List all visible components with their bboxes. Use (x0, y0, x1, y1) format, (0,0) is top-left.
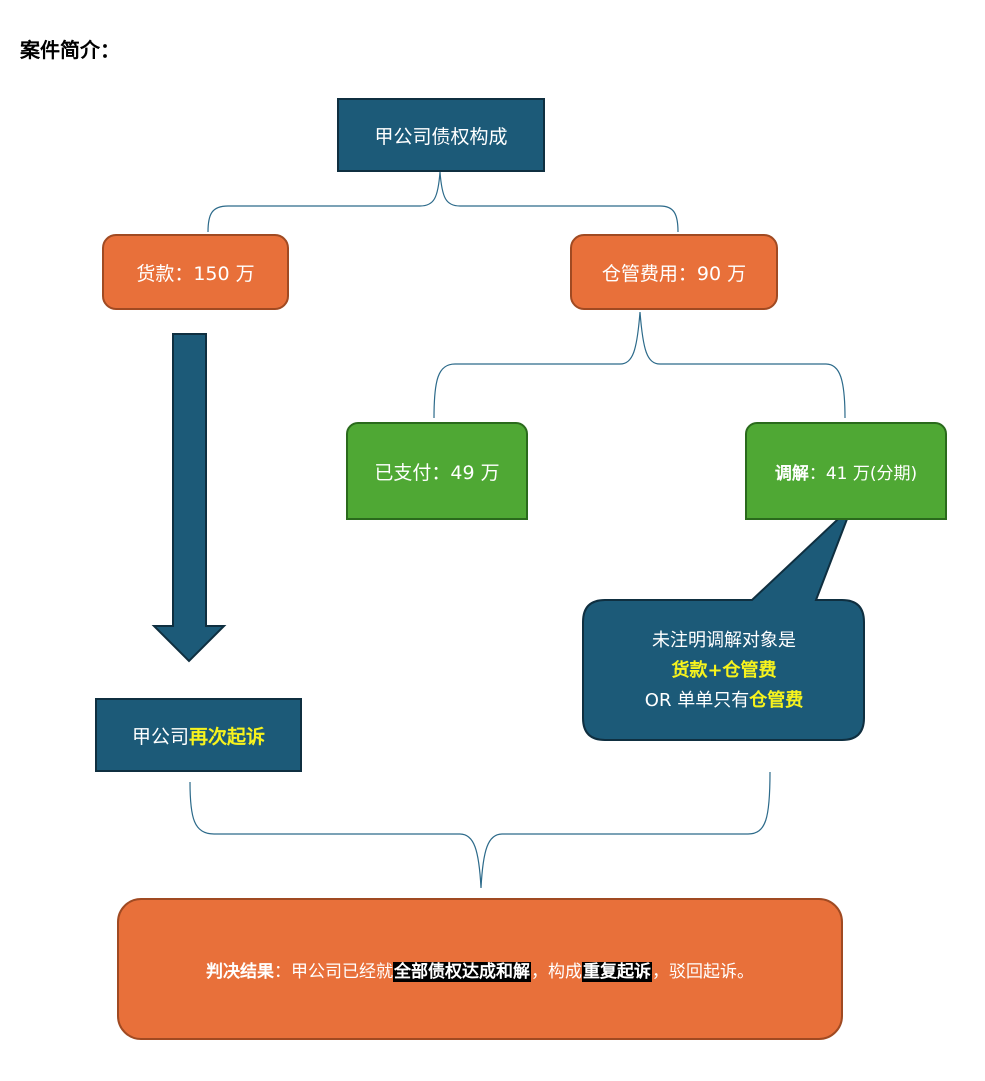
callout-line3: OR 单单只有仓管费 (645, 686, 803, 716)
down-arrow (151, 333, 227, 663)
page-heading: 案件简介： (20, 38, 120, 62)
verdict-label: 判决结果 (206, 961, 274, 982)
storage-brace (433, 311, 846, 419)
resue-node: 甲公司再次起诉 (95, 698, 302, 772)
root-brace (207, 171, 679, 233)
callout-line1: 未注明调解对象是 (652, 630, 796, 651)
verdict-highlight1: 全部债权达成和解 (393, 961, 531, 982)
paid-label: 已支付： (374, 461, 451, 484)
storage-label: 仓管费用： (601, 262, 697, 285)
callout-line3-highlight: 仓管费 (749, 690, 804, 711)
mediation-node: 调解：41 万(分期) (745, 422, 947, 520)
callout-text: 未注明调解对象是 货款+仓管费 OR 单单只有仓管费 (585, 602, 863, 740)
root-label: 甲公司债权构成 (374, 125, 508, 148)
paid-amount: 49 万 (450, 461, 500, 484)
verdict-node: 判决结果：甲公司已经就全部债权达成和解，构成重复起诉，驳回起诉。 (117, 898, 843, 1040)
callout-line3-prefix: OR 单单只有 (644, 690, 750, 711)
resue-highlight: 再次起诉 (189, 725, 266, 748)
resue-prefix: 甲公司 (131, 725, 189, 748)
storage-amount: 90 万 (696, 262, 747, 285)
goods-node: 货款：150 万 (102, 234, 289, 310)
verdict-highlight2: 重复起诉 (582, 961, 652, 982)
mediation-detail: ：41 万(分期) (808, 463, 918, 484)
verdict-brace (189, 771, 771, 889)
callout-line2: 货款+仓管费 (671, 660, 777, 681)
verdict-text1: ：甲公司已经就 (274, 961, 393, 982)
root-node: 甲公司债权构成 (337, 98, 545, 172)
goods-amount: 150 万 (193, 262, 255, 285)
goods-label: 货款： (136, 262, 194, 285)
verdict-text2: ，构成 (531, 961, 582, 982)
paid-node: 已支付：49 万 (346, 422, 528, 520)
mediation-label: 调解 (774, 463, 809, 484)
storage-node: 仓管费用：90 万 (570, 234, 778, 310)
callout-bubble (582, 505, 865, 741)
verdict-text3: ，驳回起诉。 (652, 961, 754, 982)
